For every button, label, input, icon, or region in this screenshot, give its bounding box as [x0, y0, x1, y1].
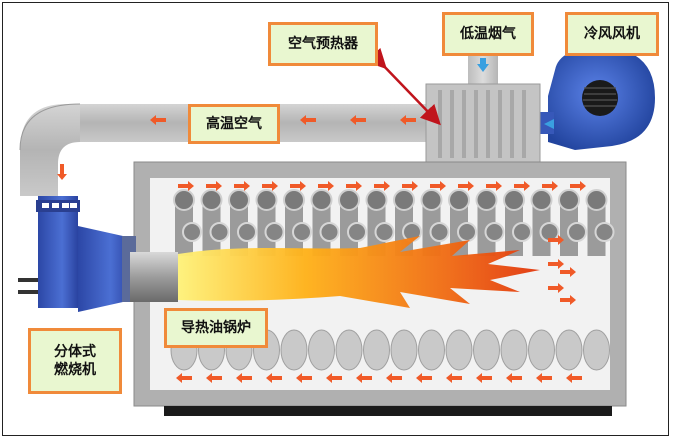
tube-end-mid — [484, 222, 505, 242]
flow-arrow — [514, 181, 530, 191]
split-burner-unit — [18, 196, 178, 312]
flow-arrow — [234, 181, 250, 191]
tube-end-mid — [374, 222, 395, 242]
label-split-burner: 分体式 燃烧机 — [28, 328, 122, 394]
burner-flame — [178, 236, 540, 308]
diagram-border — [2, 2, 669, 436]
tube-lower — [280, 329, 308, 371]
flow-arrow — [346, 181, 362, 191]
flow-arrow — [262, 181, 278, 191]
tube-end-mid — [594, 222, 615, 242]
flow-arrow — [548, 235, 564, 245]
label-high-temp-air: 高温空气 — [188, 104, 280, 144]
tube-lower — [445, 329, 473, 371]
tube-lower — [500, 329, 528, 371]
flow-arrow — [430, 181, 446, 191]
tube-end-mid — [292, 222, 312, 242]
tube-end-top — [255, 189, 278, 211]
flow-arrow — [548, 259, 564, 269]
tube-lower — [473, 329, 500, 371]
tube-end-mid — [567, 222, 587, 242]
flow-arrow — [560, 295, 576, 305]
tube-end-top — [585, 189, 608, 211]
tube-end-top — [283, 189, 305, 211]
flow-arrow — [570, 181, 586, 191]
fan-inlet-arrow — [544, 119, 554, 129]
tube-lower — [390, 329, 418, 371]
tube-end-mid — [319, 222, 340, 242]
label-thermal-oil-boiler: 导热油锅炉 — [164, 308, 268, 348]
flow-arrow — [206, 373, 222, 383]
flow-arrow — [560, 267, 576, 277]
flow-arrow — [548, 283, 564, 293]
air-preheater-unit — [425, 83, 541, 165]
flow-arrow — [296, 373, 312, 383]
flow-arrow — [266, 373, 282, 383]
tube-end-top — [558, 189, 580, 211]
tube-lower — [363, 329, 390, 371]
tube-lower — [418, 329, 445, 371]
tube-end-top — [338, 189, 360, 211]
tube-end-top — [173, 189, 195, 211]
tube-end-mid — [347, 222, 367, 242]
tube-end-top — [393, 189, 415, 211]
flow-arrow — [486, 181, 502, 191]
tube-end-top — [228, 189, 250, 211]
tube-end-mid — [182, 222, 202, 242]
tube-lower — [555, 329, 583, 371]
flow-arrow — [374, 181, 390, 191]
flow-arrow — [236, 373, 252, 383]
flow-arrow — [506, 373, 522, 383]
tube-end-top — [475, 189, 498, 211]
tube-lower — [583, 329, 610, 371]
flow-arrow — [566, 373, 582, 383]
label-split-burner-line2: 燃烧机 — [54, 362, 96, 378]
flow-arrow — [356, 373, 372, 383]
preheater-pointer-arrow — [365, 47, 441, 126]
tube-end-mid — [512, 222, 532, 242]
flow-arrow — [326, 373, 342, 383]
flow-arrow — [386, 373, 402, 383]
flow-arrow — [446, 373, 462, 383]
label-cold-air-fan: 冷风风机 — [565, 12, 659, 56]
tube-end-top — [448, 189, 470, 211]
flow-arrow — [150, 115, 166, 125]
flow-arrow — [476, 373, 492, 383]
tube-end-top — [310, 189, 333, 211]
tube-end-mid — [429, 222, 450, 242]
tube-end-mid — [264, 222, 285, 242]
flow-arrow — [458, 181, 474, 191]
label-air-preheater: 空气预热器 — [268, 22, 378, 66]
flow-arrow — [542, 181, 558, 191]
tube-end-mid — [209, 222, 230, 242]
label-split-burner-line1: 分体式 — [54, 344, 96, 360]
flow-arrow — [206, 181, 222, 191]
label-low-temp-flue-gas: 低温烟气 — [442, 12, 534, 56]
tube-end-top — [365, 189, 388, 211]
tube-end-top — [503, 189, 525, 211]
tube-lower — [335, 329, 363, 371]
tube-end-mid — [457, 222, 477, 242]
flow-arrow — [290, 181, 306, 191]
flow-arrow — [416, 373, 432, 383]
flow-arrow — [300, 115, 316, 125]
flow-arrow — [57, 164, 67, 180]
tube-end-mid — [237, 222, 257, 242]
tube-end-top — [200, 189, 223, 211]
flow-arrow — [178, 181, 194, 191]
tube-lower — [528, 329, 555, 371]
flow-arrow — [176, 373, 192, 383]
flow-arrow — [350, 115, 366, 125]
flow-arrow — [402, 181, 418, 191]
flow-arrow — [318, 181, 334, 191]
flue-gas-outlet-arrow — [477, 58, 489, 72]
tube-lower — [308, 329, 335, 371]
cold-air-fan — [536, 47, 655, 150]
flow-arrow — [536, 373, 552, 383]
tube-end-top — [530, 189, 553, 211]
tube-end-top — [420, 189, 443, 211]
boiler-tube-coils — [170, 189, 615, 371]
